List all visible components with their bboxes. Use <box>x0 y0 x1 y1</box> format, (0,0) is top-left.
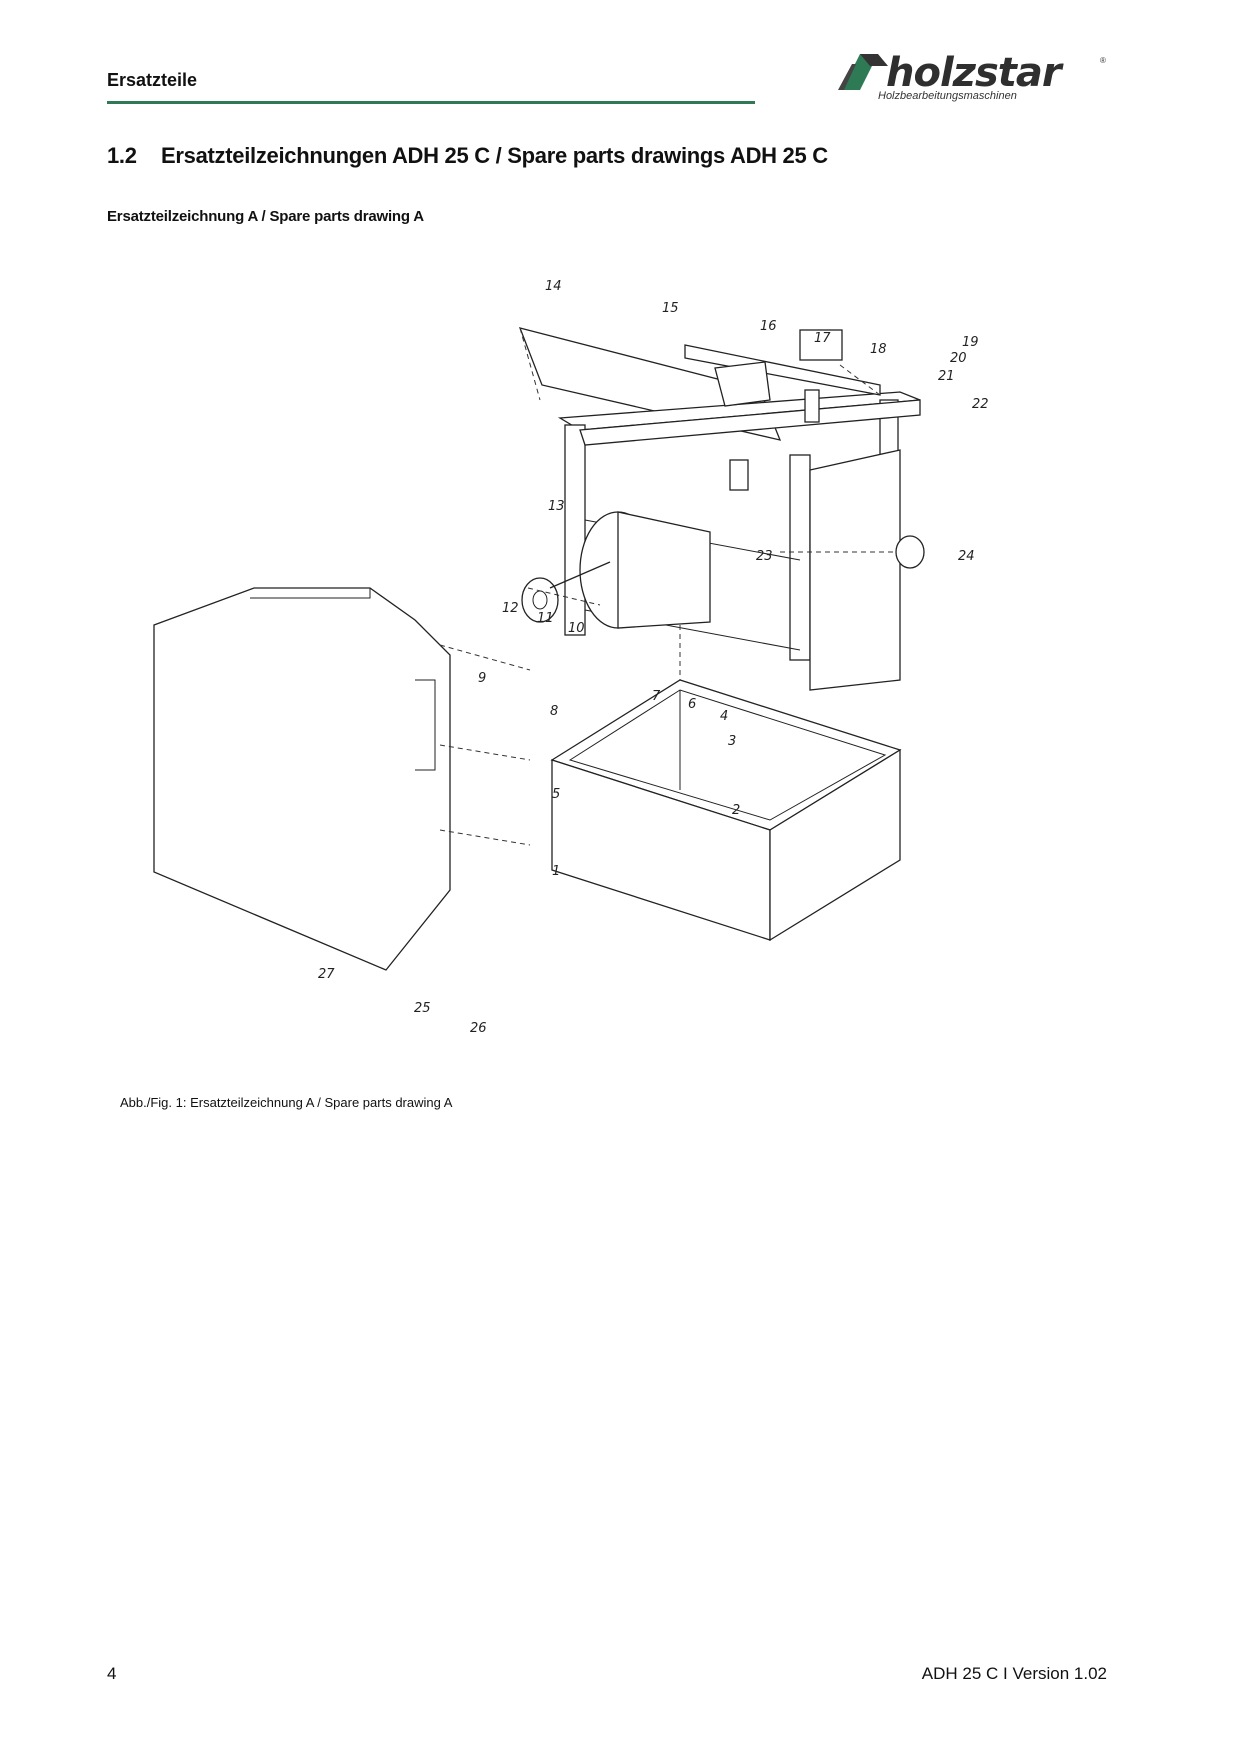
section-number: 1.2 <box>107 143 137 168</box>
callout-2: 2 <box>732 803 740 818</box>
explode-leaders <box>439 364 896 846</box>
callout-15: 15 <box>662 301 679 316</box>
figure-caption: Abb./Fig. 1: Ersatzteilzeichnung A / Spa… <box>120 1095 453 1110</box>
callout-13: 13 <box>548 499 565 514</box>
callout-26: 26 <box>470 1021 487 1036</box>
upper-frame <box>557 344 921 691</box>
callout-16: 16 <box>760 319 777 334</box>
callout-20: 20 <box>950 351 967 366</box>
callout-10: 10 <box>568 621 585 636</box>
logo-wordmark: holzstar <box>886 50 1062 96</box>
callout-12: 12 <box>502 601 519 616</box>
callout-11: 11 <box>537 611 554 626</box>
callout-5: 5 <box>552 787 560 802</box>
logo-tagline: Holzbearbeitungsmaschinen <box>878 90 1017 102</box>
section-title: Ersatzteilzeichnungen ADH 25 C / Spare p… <box>161 143 828 168</box>
holzstar-logo: holzstar ® Holzbearbeitungsmaschinen <box>838 50 1128 108</box>
logo-mark-icon <box>838 54 888 90</box>
callout-24: 24 <box>958 549 975 564</box>
header-section-label: Ersatzteile <box>107 70 198 90</box>
callout-23: 23 <box>756 549 773 564</box>
callout-8: 8 <box>550 704 558 719</box>
side-cover-panel <box>153 587 451 971</box>
callout-21: 21 <box>938 369 955 384</box>
callout-6: 6 <box>688 697 696 712</box>
switch-components <box>714 329 925 569</box>
callout-17: 17 <box>814 331 831 346</box>
callout-22: 22 <box>972 397 989 412</box>
document-version: ADH 25 C I Version 1.02 <box>921 1664 1107 1683</box>
callout-27: 27 <box>318 967 335 982</box>
callout-19: 19 <box>962 335 979 350</box>
drawing-subtitle: Ersatzteilzeichnung A / Spare parts draw… <box>107 208 424 225</box>
page-number: 4 <box>107 1664 117 1683</box>
callout-4: 4 <box>720 709 728 724</box>
callout-labels: 14 15 16 17 18 19 20 21 22 13 23 24 12 1… <box>318 279 989 1036</box>
callout-7: 7 <box>652 689 661 704</box>
motor-assembly <box>521 511 711 629</box>
callout-14: 14 <box>545 279 562 294</box>
base-cabinet <box>550 679 902 942</box>
callout-18: 18 <box>870 342 887 357</box>
exploded-parts-drawing: 14 15 16 17 18 19 20 21 22 13 23 24 12 1… <box>153 279 989 1036</box>
callout-9: 9 <box>478 671 486 686</box>
header-rule <box>107 101 755 104</box>
logo-registered-mark: ® <box>1100 56 1106 65</box>
callout-25: 25 <box>414 1001 431 1016</box>
section-heading: 1.2 Ersatzteilzeichnungen ADH 25 C / Spar… <box>107 143 828 169</box>
callout-1: 1 <box>552 864 560 879</box>
callout-3: 3 <box>728 734 736 749</box>
